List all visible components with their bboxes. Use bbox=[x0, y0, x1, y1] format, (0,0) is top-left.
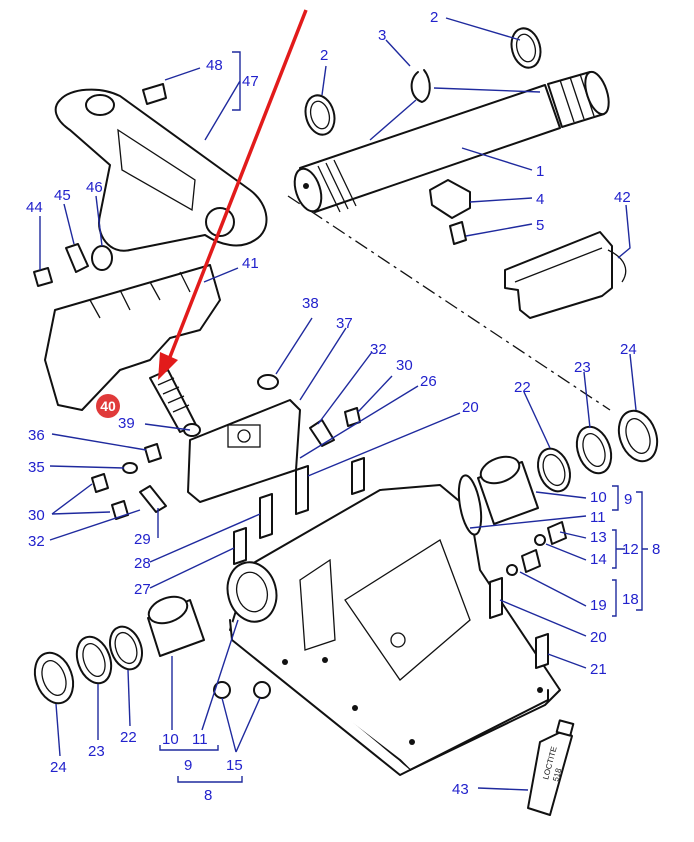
label-24-right: 24 bbox=[620, 341, 637, 358]
label-11-right: 11 bbox=[590, 509, 606, 526]
label-13: 13 bbox=[590, 529, 607, 546]
label-28: 28 bbox=[134, 555, 151, 572]
loctite-tube-part-43: LOCTITE 518 bbox=[527, 719, 575, 816]
highlight-badge bbox=[96, 394, 120, 418]
key-part-4 bbox=[429, 179, 471, 219]
snap-ring-part-3 bbox=[410, 69, 431, 103]
label-39: 39 bbox=[118, 415, 135, 432]
label-23-right: 23 bbox=[574, 359, 591, 376]
clip-part-32a bbox=[309, 419, 335, 447]
label-36: 36 bbox=[28, 427, 45, 444]
label-40: 40 bbox=[100, 398, 116, 414]
label-26: 26 bbox=[420, 373, 437, 390]
bolt-part-44 bbox=[33, 267, 53, 287]
label-22-right: 22 bbox=[514, 379, 531, 396]
label-29: 29 bbox=[134, 531, 151, 548]
label-20-top: 20 bbox=[462, 399, 479, 416]
label-2-left: 2 bbox=[320, 47, 328, 64]
ring-part-2a bbox=[510, 27, 542, 69]
tube-number-text: 518 bbox=[551, 767, 563, 783]
tab-washer-part-45 bbox=[65, 243, 89, 273]
shaft-part bbox=[293, 70, 610, 213]
label-24-left: 24 bbox=[50, 759, 67, 776]
bolt-part-20a bbox=[351, 457, 365, 495]
label-12: 12 bbox=[622, 541, 639, 558]
label-10-left: 10 bbox=[162, 731, 179, 748]
label-5: 5 bbox=[536, 217, 544, 234]
label-35: 35 bbox=[28, 459, 45, 476]
seal-part-23a bbox=[575, 425, 613, 475]
label-1: 1 bbox=[536, 163, 544, 180]
washer-part-35 bbox=[122, 462, 138, 474]
label-8-left: 8 bbox=[204, 787, 212, 804]
label-30-left: 30 bbox=[28, 507, 45, 524]
label-43: 43 bbox=[452, 781, 469, 798]
seal-part-23b bbox=[75, 635, 113, 685]
label-30-right: 30 bbox=[396, 357, 413, 374]
plug-part-19 bbox=[521, 549, 541, 573]
label-14: 14 bbox=[590, 551, 607, 568]
label-32-left: 32 bbox=[28, 533, 45, 550]
washer-part-46 bbox=[91, 245, 113, 271]
label-22-left: 22 bbox=[120, 729, 137, 746]
seal-part-24b bbox=[33, 651, 75, 705]
label-4: 4 bbox=[536, 191, 544, 208]
label-21: 21 bbox=[590, 661, 607, 678]
bolt-part-30b bbox=[91, 473, 109, 493]
label-42: 42 bbox=[614, 189, 631, 206]
clip-part-29 bbox=[139, 485, 167, 513]
label-15: 15 bbox=[226, 757, 243, 774]
bracket-part-42 bbox=[504, 231, 613, 319]
label-45: 45 bbox=[54, 187, 71, 204]
label-41: 41 bbox=[242, 255, 259, 272]
label-2-top: 2 bbox=[430, 9, 438, 26]
label-8-right: 8 bbox=[652, 541, 660, 558]
label-9-left: 9 bbox=[184, 757, 192, 774]
leader-lines bbox=[39, 17, 648, 791]
part-labels: 48 47 2 2 3 1 4 5 42 44 45 46 41 38 37 3… bbox=[26, 9, 660, 804]
ring-part-22b bbox=[109, 625, 143, 671]
label-37: 37 bbox=[336, 315, 353, 332]
bolt-part-5 bbox=[449, 221, 467, 245]
label-38: 38 bbox=[302, 295, 319, 312]
lever-arm-part bbox=[54, 83, 268, 252]
label-20-bottom: 20 bbox=[590, 629, 607, 646]
o-ring-part-15b bbox=[253, 681, 271, 699]
bolt-part-21 bbox=[535, 633, 549, 669]
bolt-part-36 bbox=[144, 443, 162, 463]
label-46: 46 bbox=[86, 179, 103, 196]
label-48: 48 bbox=[206, 57, 223, 74]
bolt-part-27 bbox=[233, 527, 247, 565]
plug-part-13 bbox=[547, 521, 567, 545]
label-32-top: 32 bbox=[370, 341, 387, 358]
bolt-part-20b bbox=[489, 577, 503, 619]
cover-plate-part-37 bbox=[187, 399, 301, 503]
seal-part-24a bbox=[617, 409, 659, 463]
label-18: 18 bbox=[622, 591, 639, 608]
label-19: 19 bbox=[590, 597, 607, 614]
highlight-arrow bbox=[158, 9, 308, 380]
knob-part-38 bbox=[257, 374, 279, 390]
label-3: 3 bbox=[378, 27, 386, 44]
ring-part-22a bbox=[537, 447, 571, 493]
label-9-right: 9 bbox=[624, 491, 632, 508]
label-11-left: 11 bbox=[192, 731, 208, 748]
label-47: 47 bbox=[242, 73, 259, 90]
label-10-right: 10 bbox=[590, 489, 607, 506]
label-23-left: 23 bbox=[88, 743, 105, 760]
housing-part bbox=[226, 474, 561, 776]
ring-part-2b bbox=[304, 94, 336, 136]
label-27: 27 bbox=[134, 581, 151, 598]
bolt-part-26 bbox=[295, 465, 309, 515]
bolt-part-28 bbox=[259, 493, 273, 539]
plate-part-41 bbox=[44, 264, 221, 411]
label-44: 44 bbox=[26, 199, 43, 216]
